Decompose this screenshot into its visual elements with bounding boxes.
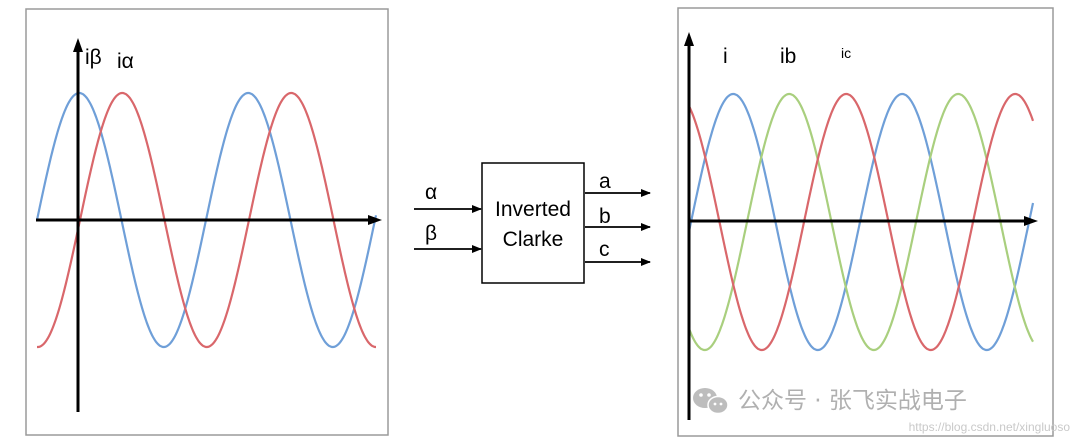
right-x-axis-arrow (1024, 216, 1038, 226)
watermark-url: https://blog.csdn.net/xingluoso (909, 420, 1071, 434)
watermark-text: 公众号 · 张飞实战电子 (738, 388, 967, 414)
input-label-alpha: α (425, 181, 437, 204)
wechat-icon (693, 388, 729, 415)
output-label-c: c (599, 238, 610, 261)
label-i-a: i (723, 45, 728, 68)
label-i-c: ic (841, 45, 851, 61)
right-y-axis-arrow (684, 32, 694, 46)
left-plot-panel (25, 8, 389, 436)
block-title-line1: Inverted (495, 198, 571, 221)
label-i-beta: iβ (85, 46, 102, 69)
left-y-axis-arrow (73, 38, 83, 52)
inverted-clarke-block (481, 162, 585, 284)
wave-i-beta (35, 91, 378, 349)
left-x-axis-arrow (368, 215, 382, 225)
label-i-b: ib (780, 45, 796, 68)
wave-i-c (688, 92, 1035, 352)
wave-i-b (687, 92, 1034, 352)
input-label-beta: β (425, 222, 437, 245)
label-i-alpha: iα (117, 50, 134, 73)
output-label-a: a (599, 170, 611, 193)
wave-i-alpha (37, 91, 376, 349)
wave-i-a (687, 92, 1035, 352)
block-title-line2: Clarke (503, 228, 564, 251)
output-label-b: b (599, 205, 611, 228)
